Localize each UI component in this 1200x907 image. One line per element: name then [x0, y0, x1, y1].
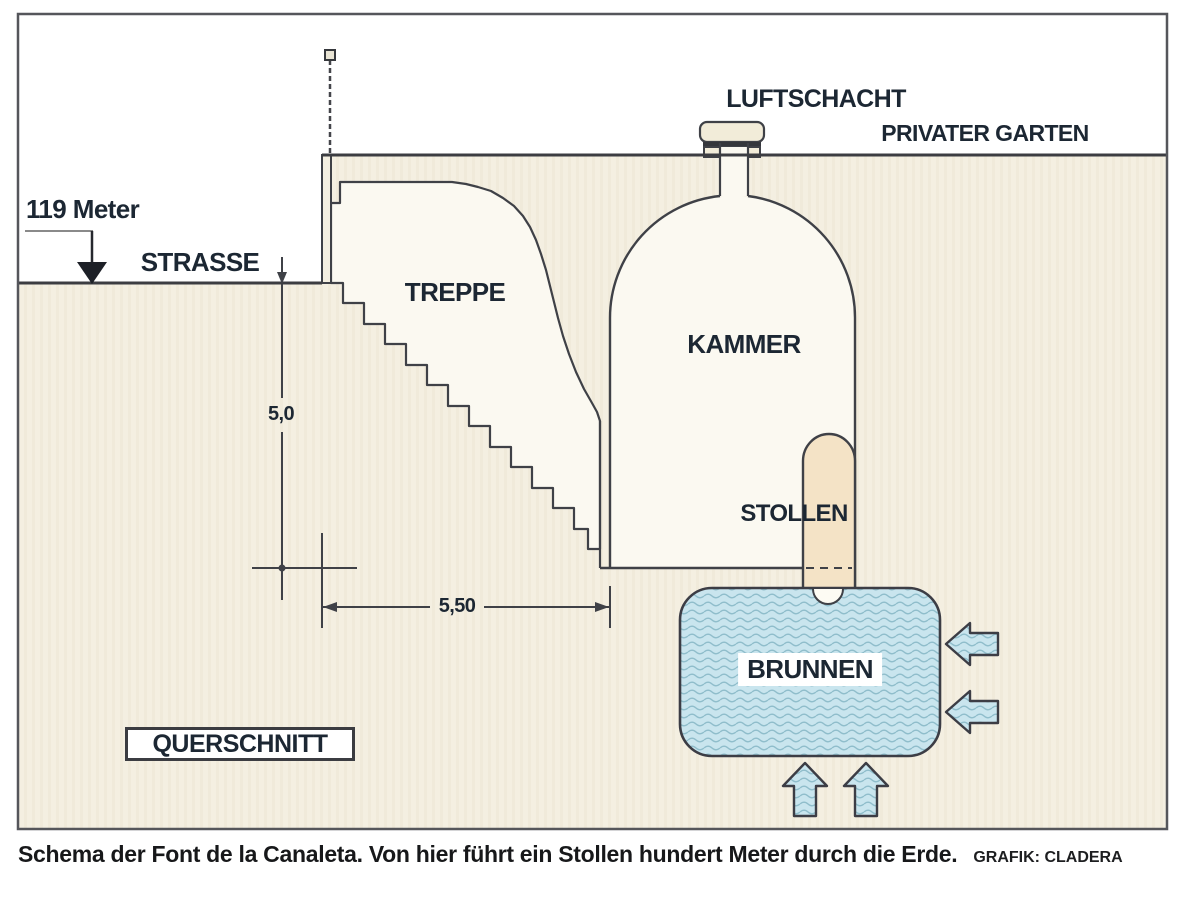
- elevation-arrow-icon: [77, 262, 107, 284]
- stairs-label: TREPPE: [404, 277, 506, 307]
- chamber-outline-left: [608, 194, 721, 568]
- cross-section-title-box: QUERSCHNITT: [125, 727, 355, 761]
- caption-text: Schema der Font de la Canaleta. Von hier…: [18, 841, 958, 867]
- dim-h-arrow-icon: [323, 602, 337, 612]
- dim-vertical-label: 5,0: [267, 403, 295, 425]
- elevation-label: 119 Meter: [26, 194, 140, 224]
- air-shaft-label: LUFTSCHACHT: [726, 85, 906, 113]
- chamber-interior: [610, 195, 855, 568]
- figure-caption: Schema der Font de la Canaleta. Von hier…: [18, 841, 1183, 868]
- chamber-outline-right: [747, 194, 857, 588]
- street-label: STRASSE: [140, 247, 260, 277]
- dim-h-arrow-icon: [595, 602, 609, 612]
- caption-credit: GRAFIK: CLADERA: [973, 849, 1123, 866]
- tunnel-mouth: [812, 588, 844, 605]
- cross-section-title: QUERSCHNITT: [152, 729, 328, 758]
- dim-v-arrow-icon: [277, 272, 287, 284]
- water-inflow-left-arrow-icon: [944, 621, 1000, 667]
- water-inflow-left-arrow-icon: [944, 689, 1000, 735]
- air-shaft-cap: [698, 120, 766, 144]
- tunnel-label: STOLLEN: [740, 500, 848, 527]
- stair-corridor: [329, 180, 602, 551]
- retaining-wall: [321, 154, 332, 284]
- chamber-label: KAMMER: [687, 329, 801, 359]
- tunnel-shaft: [801, 432, 857, 590]
- private-garden-label: PRIVATER GARTEN: [881, 120, 1089, 146]
- well-label: BRUNNEN: [738, 653, 882, 686]
- dim-horizontal-label: 5,50: [438, 595, 476, 617]
- measuring-pole-top: [324, 49, 336, 61]
- figure-frame: [16, 12, 1169, 831]
- water-inflow-up-arrow-icon: [842, 761, 890, 818]
- water-inflow-up-arrow-icon: [781, 761, 829, 818]
